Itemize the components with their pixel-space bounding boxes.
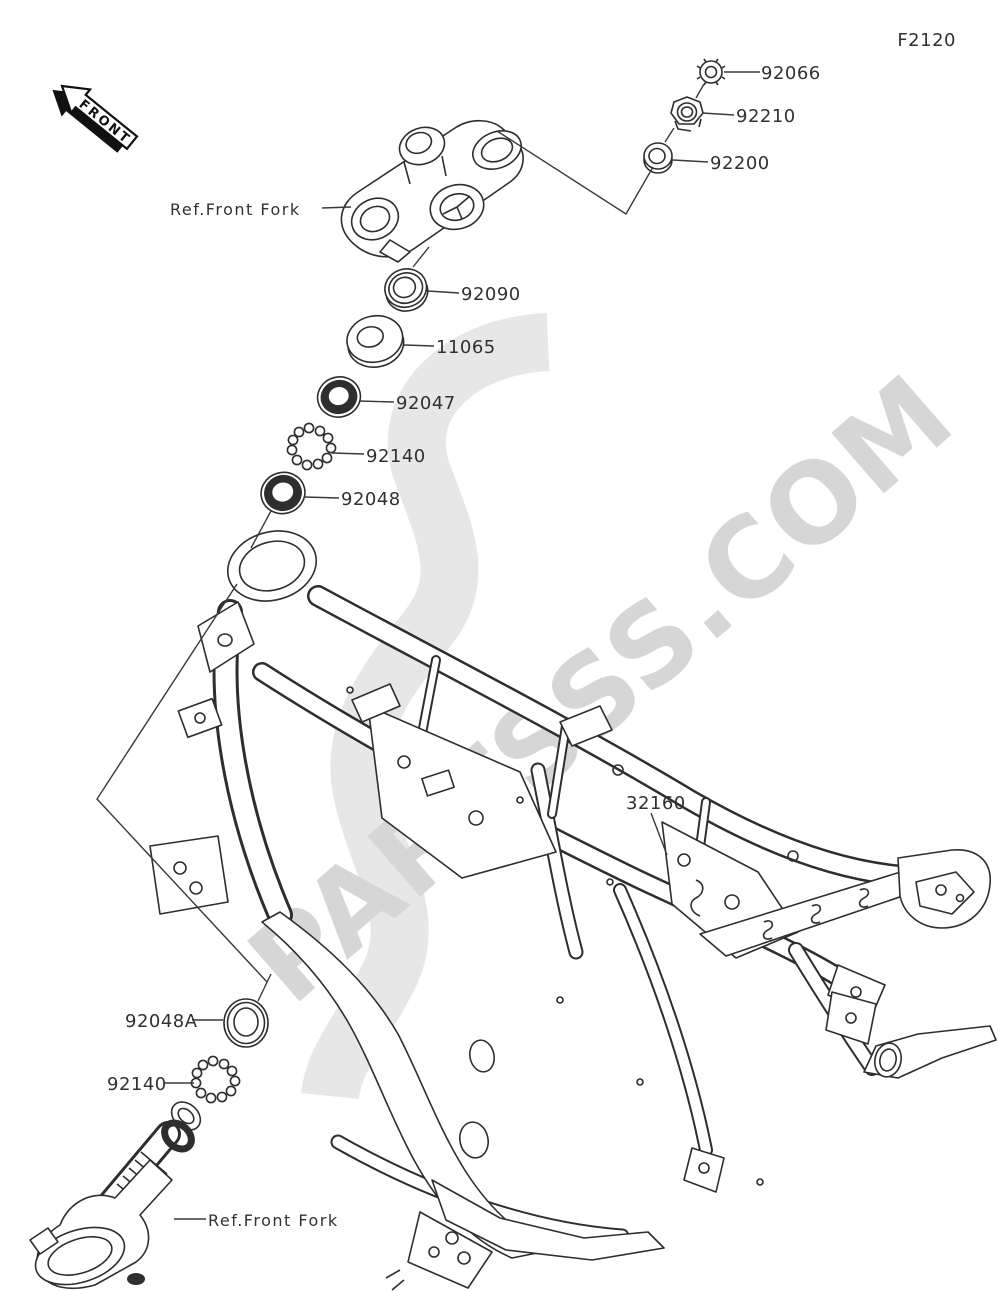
part-label-92048: 92048 [341, 489, 401, 510]
leader-tick-2 [664, 127, 675, 143]
muffler-stay-ring [874, 1042, 902, 1078]
leader-lines [96, 71, 760, 1220]
leader-92210 [701, 112, 735, 116]
rail-bracket-1 [559, 705, 613, 747]
leader-92200 [672, 159, 709, 163]
strut-top-bracket [825, 991, 877, 1045]
watermark-text: PARTSSS.COM [225, 350, 977, 1028]
leader-head-tube-axis [96, 583, 268, 983]
part-label-92140-lower: 92140 [107, 1074, 167, 1095]
leader-tick-5 [257, 973, 272, 1002]
part-label-92066: 92066 [761, 63, 821, 84]
leader-tick-1 [695, 83, 705, 99]
mid-plate-left [367, 705, 557, 879]
lower-triple-clamp-drawing [29, 1101, 202, 1290]
head-gusset [197, 601, 255, 673]
leader-92090 [427, 290, 460, 294]
rear-lower-bracket [683, 1147, 725, 1193]
cradle-hole-1 [468, 1039, 496, 1073]
part-92210-drawing [670, 96, 704, 132]
wire-hook [690, 879, 704, 917]
part-label-92047: 92047 [396, 393, 456, 414]
part-label-92140-upper: 92140 [366, 446, 426, 467]
front-arrow-icon [60, 84, 139, 151]
leader-92048 [303, 496, 340, 499]
head-tube [226, 530, 318, 602]
ref-front-fork-label-bottom: Ref.Front Fork [208, 1211, 339, 1230]
part-labels: 92066 92210 92200 92090 11065 92047 9214… [107, 63, 821, 1230]
figure-code: F2120 [897, 30, 956, 51]
leader-ref-front-fork-top [321, 206, 352, 209]
part-92090-drawing [384, 268, 429, 312]
part-92140-lower-drawing [190, 1055, 241, 1104]
front-direction-arrow: FRONT [52, 84, 139, 153]
leader-92047 [359, 400, 395, 403]
left-side-plate [149, 835, 229, 915]
part-label-92200: 92200 [710, 153, 770, 174]
part-label-92090: 92090 [461, 284, 521, 305]
upper-triple-clamp-drawing [340, 119, 524, 263]
leader-92140-upper [331, 452, 365, 455]
left-small-bracket [177, 697, 223, 739]
part-11065-drawing [346, 314, 405, 368]
part-92048A-drawing [223, 998, 269, 1048]
part-label-92210: 92210 [736, 106, 796, 127]
part-92048-drawing [260, 471, 306, 515]
leader-tick-3 [412, 246, 430, 268]
part-label-92048A: 92048A [125, 1011, 198, 1032]
part-label-32160: 32160 [626, 793, 686, 814]
leader-32160 [650, 812, 668, 856]
leader-stem-axis [496, 130, 654, 215]
part-92066-drawing [696, 58, 726, 86]
bottom-bracket [431, 1179, 665, 1261]
frame-drawing [149, 530, 997, 1291]
ref-front-fork-label-top: Ref.Front Fork [170, 200, 301, 219]
part-92140-upper-drawing [286, 422, 337, 471]
part-label-11065: 11065 [436, 337, 496, 358]
front-cradle-plate [261, 911, 553, 1259]
part-92047-drawing [316, 376, 362, 418]
cradle-hole-2 [459, 1121, 489, 1159]
leader-11065 [403, 344, 435, 347]
rail-bracket-2 [351, 683, 401, 723]
part-92200-drawing [643, 142, 673, 174]
leader-tick-4 [250, 510, 272, 549]
front-engine-bracket [407, 1211, 493, 1289]
